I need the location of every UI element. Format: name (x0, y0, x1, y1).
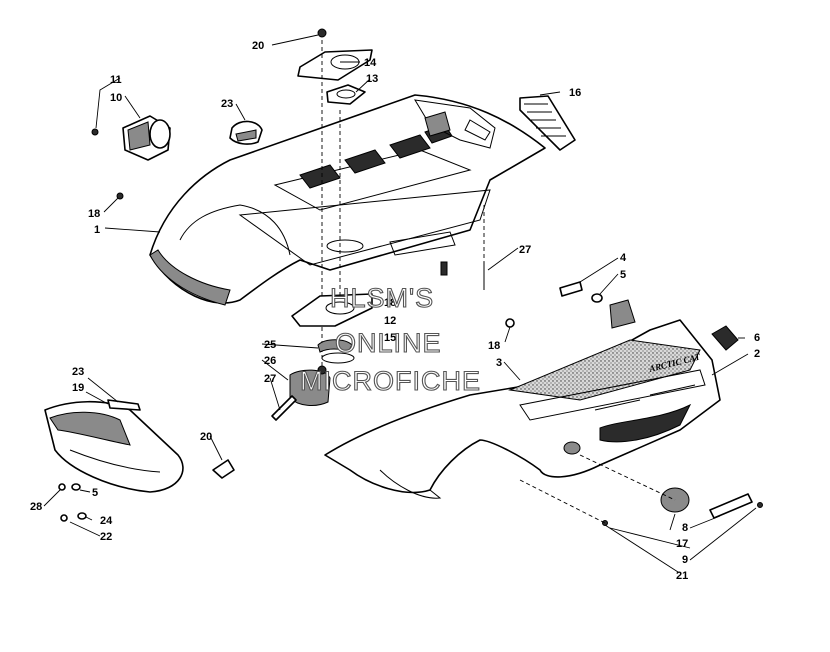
screw-11 (91, 128, 99, 136)
callout-22: 22 (100, 531, 112, 543)
callout-16: 16 (569, 87, 581, 99)
callout-labels: 20 14 13 16 11 10 23 18 1 27 4 5 18 6 2 … (30, 40, 760, 582)
mid-plate-assembly (289, 293, 373, 406)
callout-18-right: 18 (488, 340, 500, 352)
washer-24 (77, 512, 87, 520)
callout-15: 15 (384, 332, 396, 344)
screw-28 (58, 483, 66, 491)
screw-22 (60, 514, 68, 522)
callout-27-left: 27 (264, 373, 276, 385)
seal-pad-top (229, 120, 263, 145)
callout-1: 1 (94, 224, 100, 236)
callout-4: 4 (620, 252, 627, 264)
callout-18-mid: 18 (384, 297, 396, 309)
callout-25: 25 (264, 339, 276, 351)
vent-louver (519, 95, 576, 151)
callout-6: 6 (754, 332, 760, 344)
callout-17: 17 (676, 538, 688, 550)
upper-belly-pan (149, 94, 546, 306)
mount-plate (297, 49, 373, 105)
watermark: HLSM'S ONLINE MICROFICHE (299, 282, 481, 396)
clip-6 (711, 325, 739, 351)
rivet-20-top (317, 28, 327, 38)
bolt-27-left (271, 395, 297, 421)
callout-28: 28 (30, 501, 42, 513)
leader-lines (43, 34, 757, 573)
callout-20-left: 20 (200, 431, 212, 443)
callout-24: 24 (100, 515, 113, 527)
washer-5-right (591, 293, 603, 303)
rivet-20-left (212, 459, 235, 479)
callout-12: 12 (384, 315, 396, 327)
callout-14: 14 (364, 57, 377, 69)
callout-10: 10 (110, 92, 122, 104)
callout-26: 26 (264, 355, 276, 367)
lower-left-fender (44, 399, 184, 493)
callout-13: 13 (366, 73, 378, 85)
reflector-8 (709, 493, 753, 519)
callout-23-top: 23 (221, 98, 233, 110)
front-bumper-nose: ARCTIC CAT (324, 299, 721, 499)
screw-9 (757, 502, 763, 508)
bolt-4 (559, 281, 583, 297)
callout-19: 19 (72, 382, 84, 394)
callout-9: 9 (682, 554, 688, 566)
callout-11: 11 (110, 74, 122, 86)
callout-20-top: 20 (252, 40, 264, 52)
watermark-line-1: HLSM'S (330, 283, 434, 313)
callout-3: 3 (496, 357, 502, 369)
starter-motor (122, 115, 171, 161)
watermark-line-2: ONLINE (335, 328, 442, 358)
screw-21 (602, 520, 608, 526)
screw-18-right (505, 318, 515, 328)
callout-18-left: 18 (88, 208, 100, 220)
callout-5-right: 5 (620, 269, 626, 281)
screw-18-left (116, 192, 124, 200)
bolt-27-mid (440, 261, 448, 276)
washer-5-left (71, 483, 81, 491)
callout-5-left: 5 (92, 487, 98, 499)
callout-21: 21 (676, 570, 688, 582)
callout-8: 8 (682, 522, 688, 534)
callout-2: 2 (754, 348, 760, 360)
callout-27-right: 27 (519, 244, 531, 256)
watermark-line-3: MICROFICHE (300, 366, 481, 396)
callout-23-left: 23 (72, 366, 84, 378)
